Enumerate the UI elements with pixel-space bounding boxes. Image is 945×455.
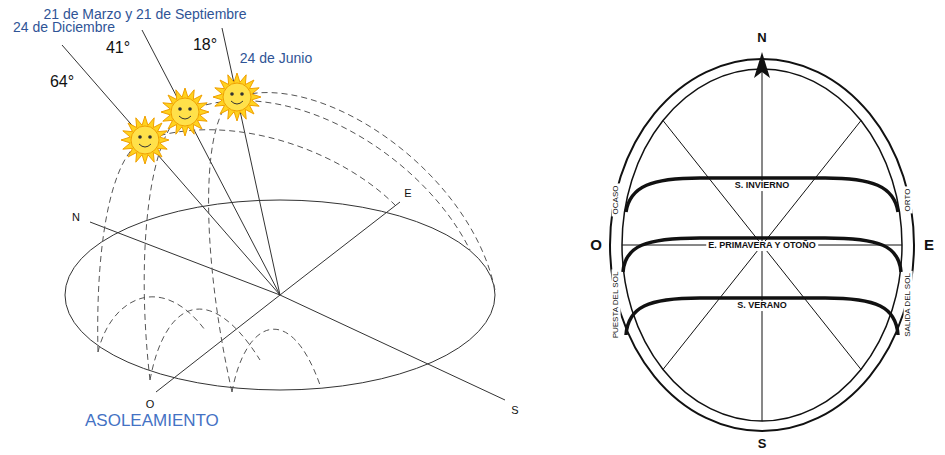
sun-eye — [230, 92, 234, 96]
winter-path — [626, 178, 898, 212]
compass-letter: E — [404, 187, 411, 199]
date-label: 24 de Diciembre — [13, 20, 115, 35]
december-low-arc — [98, 297, 205, 352]
sun-ray-december — [62, 45, 280, 295]
suns — [121, 73, 261, 164]
radial-line — [762, 245, 763, 421]
outer-ring — [610, 59, 914, 431]
north-axis — [90, 222, 280, 295]
sun-ray-june — [222, 28, 280, 295]
season-label: S. INVIERNO — [733, 181, 792, 191]
south-axis — [280, 295, 505, 400]
sun-path-arcs — [98, 93, 495, 392]
compass-letter: N — [757, 31, 766, 45]
side-label: ORTO — [904, 187, 913, 214]
june-arc — [209, 93, 495, 392]
equinox-path — [623, 238, 901, 272]
sun-rays — [121, 116, 169, 164]
compass-letter: O — [146, 398, 155, 410]
caption: ASOLEAMIENTO — [85, 412, 219, 431]
sun-icon — [161, 88, 209, 136]
angle-label: 18° — [193, 36, 217, 54]
sun-eye — [188, 107, 192, 111]
left-sky-dome — [62, 28, 505, 400]
inner-ring — [622, 69, 902, 421]
sun-disc — [171, 98, 199, 126]
compass-letter: O — [590, 237, 602, 254]
side-label: SALIDA DEL SOL — [904, 271, 913, 339]
side-label: OCASO — [612, 184, 621, 217]
compass-letter: S — [758, 437, 767, 451]
angle-label: 41° — [106, 39, 130, 57]
june-low-arc — [232, 329, 320, 392]
sun-icon — [121, 116, 169, 164]
sun-eye — [148, 135, 152, 139]
sun-disc — [223, 83, 251, 111]
sun-eye — [240, 92, 244, 96]
compass-letter: N — [72, 211, 80, 223]
sun-rays — [213, 73, 261, 121]
sun-icon — [213, 73, 261, 121]
side-label: PUESTA DEL SOL — [612, 270, 621, 341]
season-paths — [623, 178, 901, 335]
season-label: S. VERANO — [735, 301, 789, 311]
december-arc — [98, 130, 395, 352]
compass-letter: E — [924, 237, 934, 254]
radial-line — [762, 69, 763, 245]
west-axis — [156, 295, 280, 392]
compass-letter: S — [511, 404, 518, 416]
sun-eye — [178, 107, 182, 111]
sun-ray-equinox — [142, 30, 280, 295]
sun-smile — [179, 116, 191, 119]
sun-rays — [161, 88, 209, 136]
summer-path — [626, 298, 898, 335]
date-label: 24 de Junio — [240, 51, 312, 66]
radial-lines — [622, 69, 902, 421]
east-axis — [280, 202, 400, 295]
sun-eye — [138, 135, 142, 139]
north-arrow — [754, 52, 770, 78]
sun-smile — [231, 101, 243, 104]
equinox-arc — [144, 101, 470, 380]
angle-label: 64° — [50, 73, 74, 91]
equinox-low-arc — [150, 309, 260, 380]
sun-disc — [131, 126, 159, 154]
right-sun-chart — [610, 52, 914, 431]
season-label: E. PRIMAVERA Y OTOÑO — [706, 241, 818, 251]
sun-smile — [139, 144, 151, 147]
